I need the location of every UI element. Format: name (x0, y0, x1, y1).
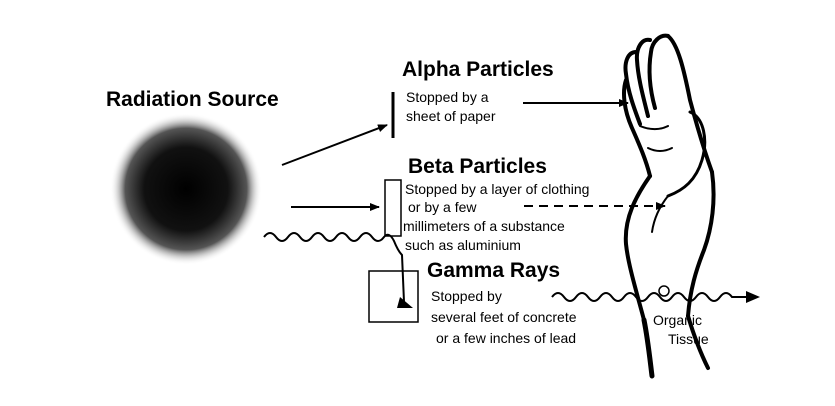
radiation-source-label: Radiation Source (106, 88, 279, 111)
gamma-exit-arrowhead (746, 291, 760, 303)
gamma-through-tissue-wave (551, 292, 752, 302)
beta-desc-line-1: Stopped by a layer of clothing (405, 181, 590, 197)
tissue-label-line-1: Organic (653, 312, 703, 328)
alpha-desc-line-1: Stopped by a (406, 89, 489, 105)
concrete-barrier (368, 270, 419, 323)
beta-title: Beta Particles (408, 155, 547, 178)
gamma-desc-line-2: several feet of concrete (431, 309, 577, 325)
gamma-desc-line-1: Stopped by (431, 288, 502, 304)
hand-drawing (622, 33, 716, 379)
gamma-ray-wave (263, 232, 405, 303)
clothing-barrier (384, 179, 402, 237)
gamma-desc-line-3: or a few inches of lead (436, 330, 577, 346)
beta-desc-line-2: or by a few (408, 199, 477, 215)
radiation-source-blob (110, 113, 262, 265)
alpha-title: Alpha Particles (402, 58, 554, 81)
gamma-ring-marker (658, 285, 670, 297)
alpha-ray-arrow (281, 124, 388, 166)
beta-desc-line-3: millimeters of a substance (403, 218, 565, 234)
gamma-ray-arrowhead (397, 297, 413, 308)
beta-desc-line-4: such as aluminium (405, 237, 521, 253)
alpha-desc-line-2: sheet of paper (406, 108, 496, 124)
gamma-title: Gamma Rays (427, 259, 561, 282)
tissue-label-line-2: Tissue (668, 331, 709, 347)
